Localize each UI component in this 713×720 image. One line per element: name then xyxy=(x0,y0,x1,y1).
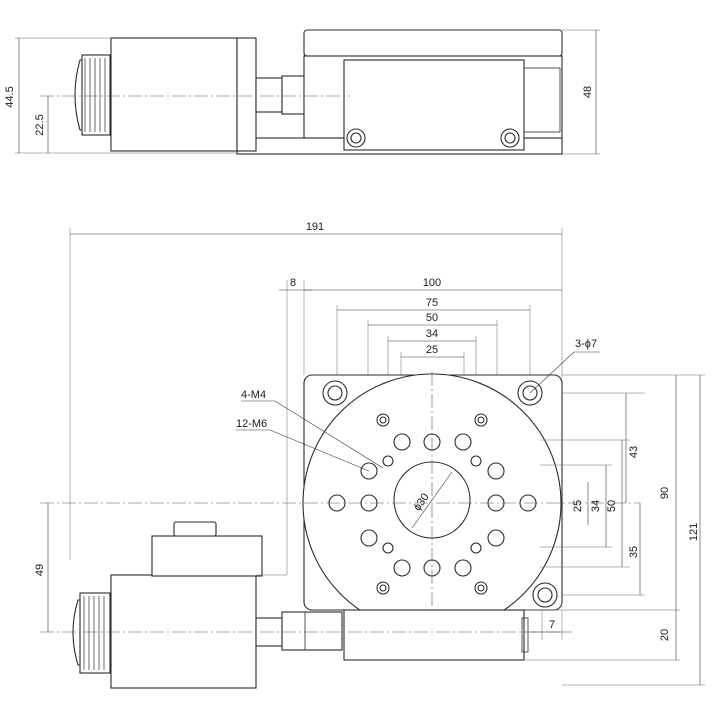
dim-knob-axis: 49 xyxy=(34,564,46,576)
dim-v-7: 7 xyxy=(549,619,555,631)
dim-v-50: 50 xyxy=(606,500,618,512)
dim-bolt-34: 34 xyxy=(426,328,438,340)
dim-v-43: 43 xyxy=(628,446,640,458)
dim-bolt-50: 50 xyxy=(426,312,438,324)
top-view: 191 8 100 75 50 34 25 ϕ30 xyxy=(34,221,705,689)
dim-stage-height: 48 xyxy=(582,86,594,98)
dim-stage-width: 100 xyxy=(423,277,441,289)
dim-v-25: 25 xyxy=(572,500,584,512)
dim-overall-height: 44.5 xyxy=(4,86,16,107)
m6-holes xyxy=(328,433,537,577)
dim-overall-width: 191 xyxy=(306,221,324,233)
mounting-holes-count: 3- xyxy=(575,338,585,350)
dim-bolt-25: 25 xyxy=(426,344,438,356)
dim-v-121: 121 xyxy=(688,523,700,541)
side-slider xyxy=(343,59,525,151)
dim-v-35: 35 xyxy=(628,546,640,558)
dim-v-90: 90 xyxy=(659,487,671,499)
side-shaft xyxy=(255,77,283,113)
center-bore-value: 30 xyxy=(415,491,432,508)
dim-knob-axis-height: 22.5 xyxy=(34,114,46,135)
side-motor-housing xyxy=(110,37,238,152)
phi-glyph: ϕ xyxy=(411,501,424,513)
side-view: 44.5 22.5 48 xyxy=(4,29,600,155)
mounting-holes-phi: ϕ xyxy=(585,338,591,350)
drive-coupling xyxy=(281,611,343,651)
callout-mounting-holes: 3-ϕ7 xyxy=(575,338,597,350)
motor-knob xyxy=(72,592,111,674)
mounting-holes-dia: 7 xyxy=(591,338,597,350)
motor-top-block xyxy=(151,535,263,577)
dim-flange: 8 xyxy=(290,277,296,289)
side-stage-top xyxy=(303,29,563,57)
callout-m6-holes: 12-M6 xyxy=(236,418,267,430)
dim-v-34: 34 xyxy=(590,500,602,512)
dim-center-bore: ϕ30 xyxy=(411,491,431,513)
slider-body xyxy=(343,609,525,661)
dim-bolt-75: 75 xyxy=(426,297,438,309)
callout-m4-holes: 4-M4 xyxy=(241,389,266,401)
m4-holes xyxy=(376,413,488,595)
motor-cap xyxy=(173,521,217,537)
side-motor-flange xyxy=(236,37,257,152)
motor-housing xyxy=(110,574,257,689)
mounting-holes xyxy=(322,380,558,608)
side-knob xyxy=(74,54,111,136)
dim-v-20: 20 xyxy=(659,629,671,641)
